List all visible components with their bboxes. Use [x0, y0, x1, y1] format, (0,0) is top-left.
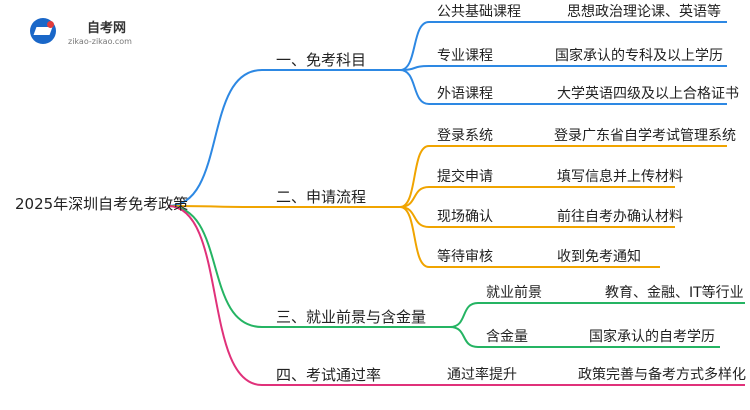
branch-connector: [167, 205, 263, 328]
branch-connector: [167, 69, 263, 207]
child-detail: 填写信息并上传材料: [557, 169, 683, 185]
branch-label: 一、免考科目: [276, 51, 367, 69]
child-connector: [449, 326, 720, 348]
child-label: 登录系统: [437, 128, 493, 144]
child-detail: 国家承认的专科及以上学历: [555, 48, 723, 64]
child-detail: 政策完善与备考方式多样化: [578, 367, 746, 383]
child-label: 含金量: [486, 329, 528, 345]
child-detail: 思想政治理论课、英语等: [567, 4, 721, 20]
child-detail: 登录广东省自学考试管理系统: [554, 128, 736, 144]
child-label: 提交申请: [437, 169, 493, 185]
logo-title: 自考网: [87, 21, 127, 36]
child-label: 就业前景: [486, 285, 542, 301]
child-detail: 国家承认的自考学历: [589, 329, 715, 345]
child-label: 外语课程: [437, 86, 493, 102]
child-connector: [399, 145, 727, 208]
branch-label: 二、申请流程: [276, 188, 367, 206]
branch-connector: [167, 205, 263, 386]
branch-connector: [167, 205, 263, 208]
branch-label: 四、考试通过率: [276, 366, 382, 384]
logo-url: zikao-zikao.com: [68, 37, 132, 46]
child-label: 通过率提升: [447, 367, 517, 383]
branch-label: 三、就业前景与含金量: [276, 308, 427, 326]
child-detail: 前往自考办确认材料: [557, 209, 683, 225]
child-connector: [399, 69, 727, 105]
root-node-label: 2025年深圳自考免考政策: [15, 195, 189, 213]
child-connector: [399, 65, 727, 71]
site-logo: 自考网 zikao-zikao.com: [30, 15, 165, 51]
child-connector: [449, 302, 745, 328]
child-connector: [399, 21, 727, 71]
child-connector: [399, 206, 660, 268]
child-detail: 大学英语四级及以上合格证书: [557, 86, 739, 102]
child-label: 专业课程: [437, 48, 493, 64]
child-detail: 教育、金融、IT等行业: [605, 285, 744, 301]
child-label: 现场确认: [437, 209, 493, 225]
child-label: 公共基础课程: [437, 4, 521, 20]
child-label: 等待审核: [437, 249, 493, 265]
child-connector: [399, 186, 675, 208]
graduation-cap-icon: [30, 18, 56, 44]
child-detail: 收到免考通知: [557, 249, 641, 265]
